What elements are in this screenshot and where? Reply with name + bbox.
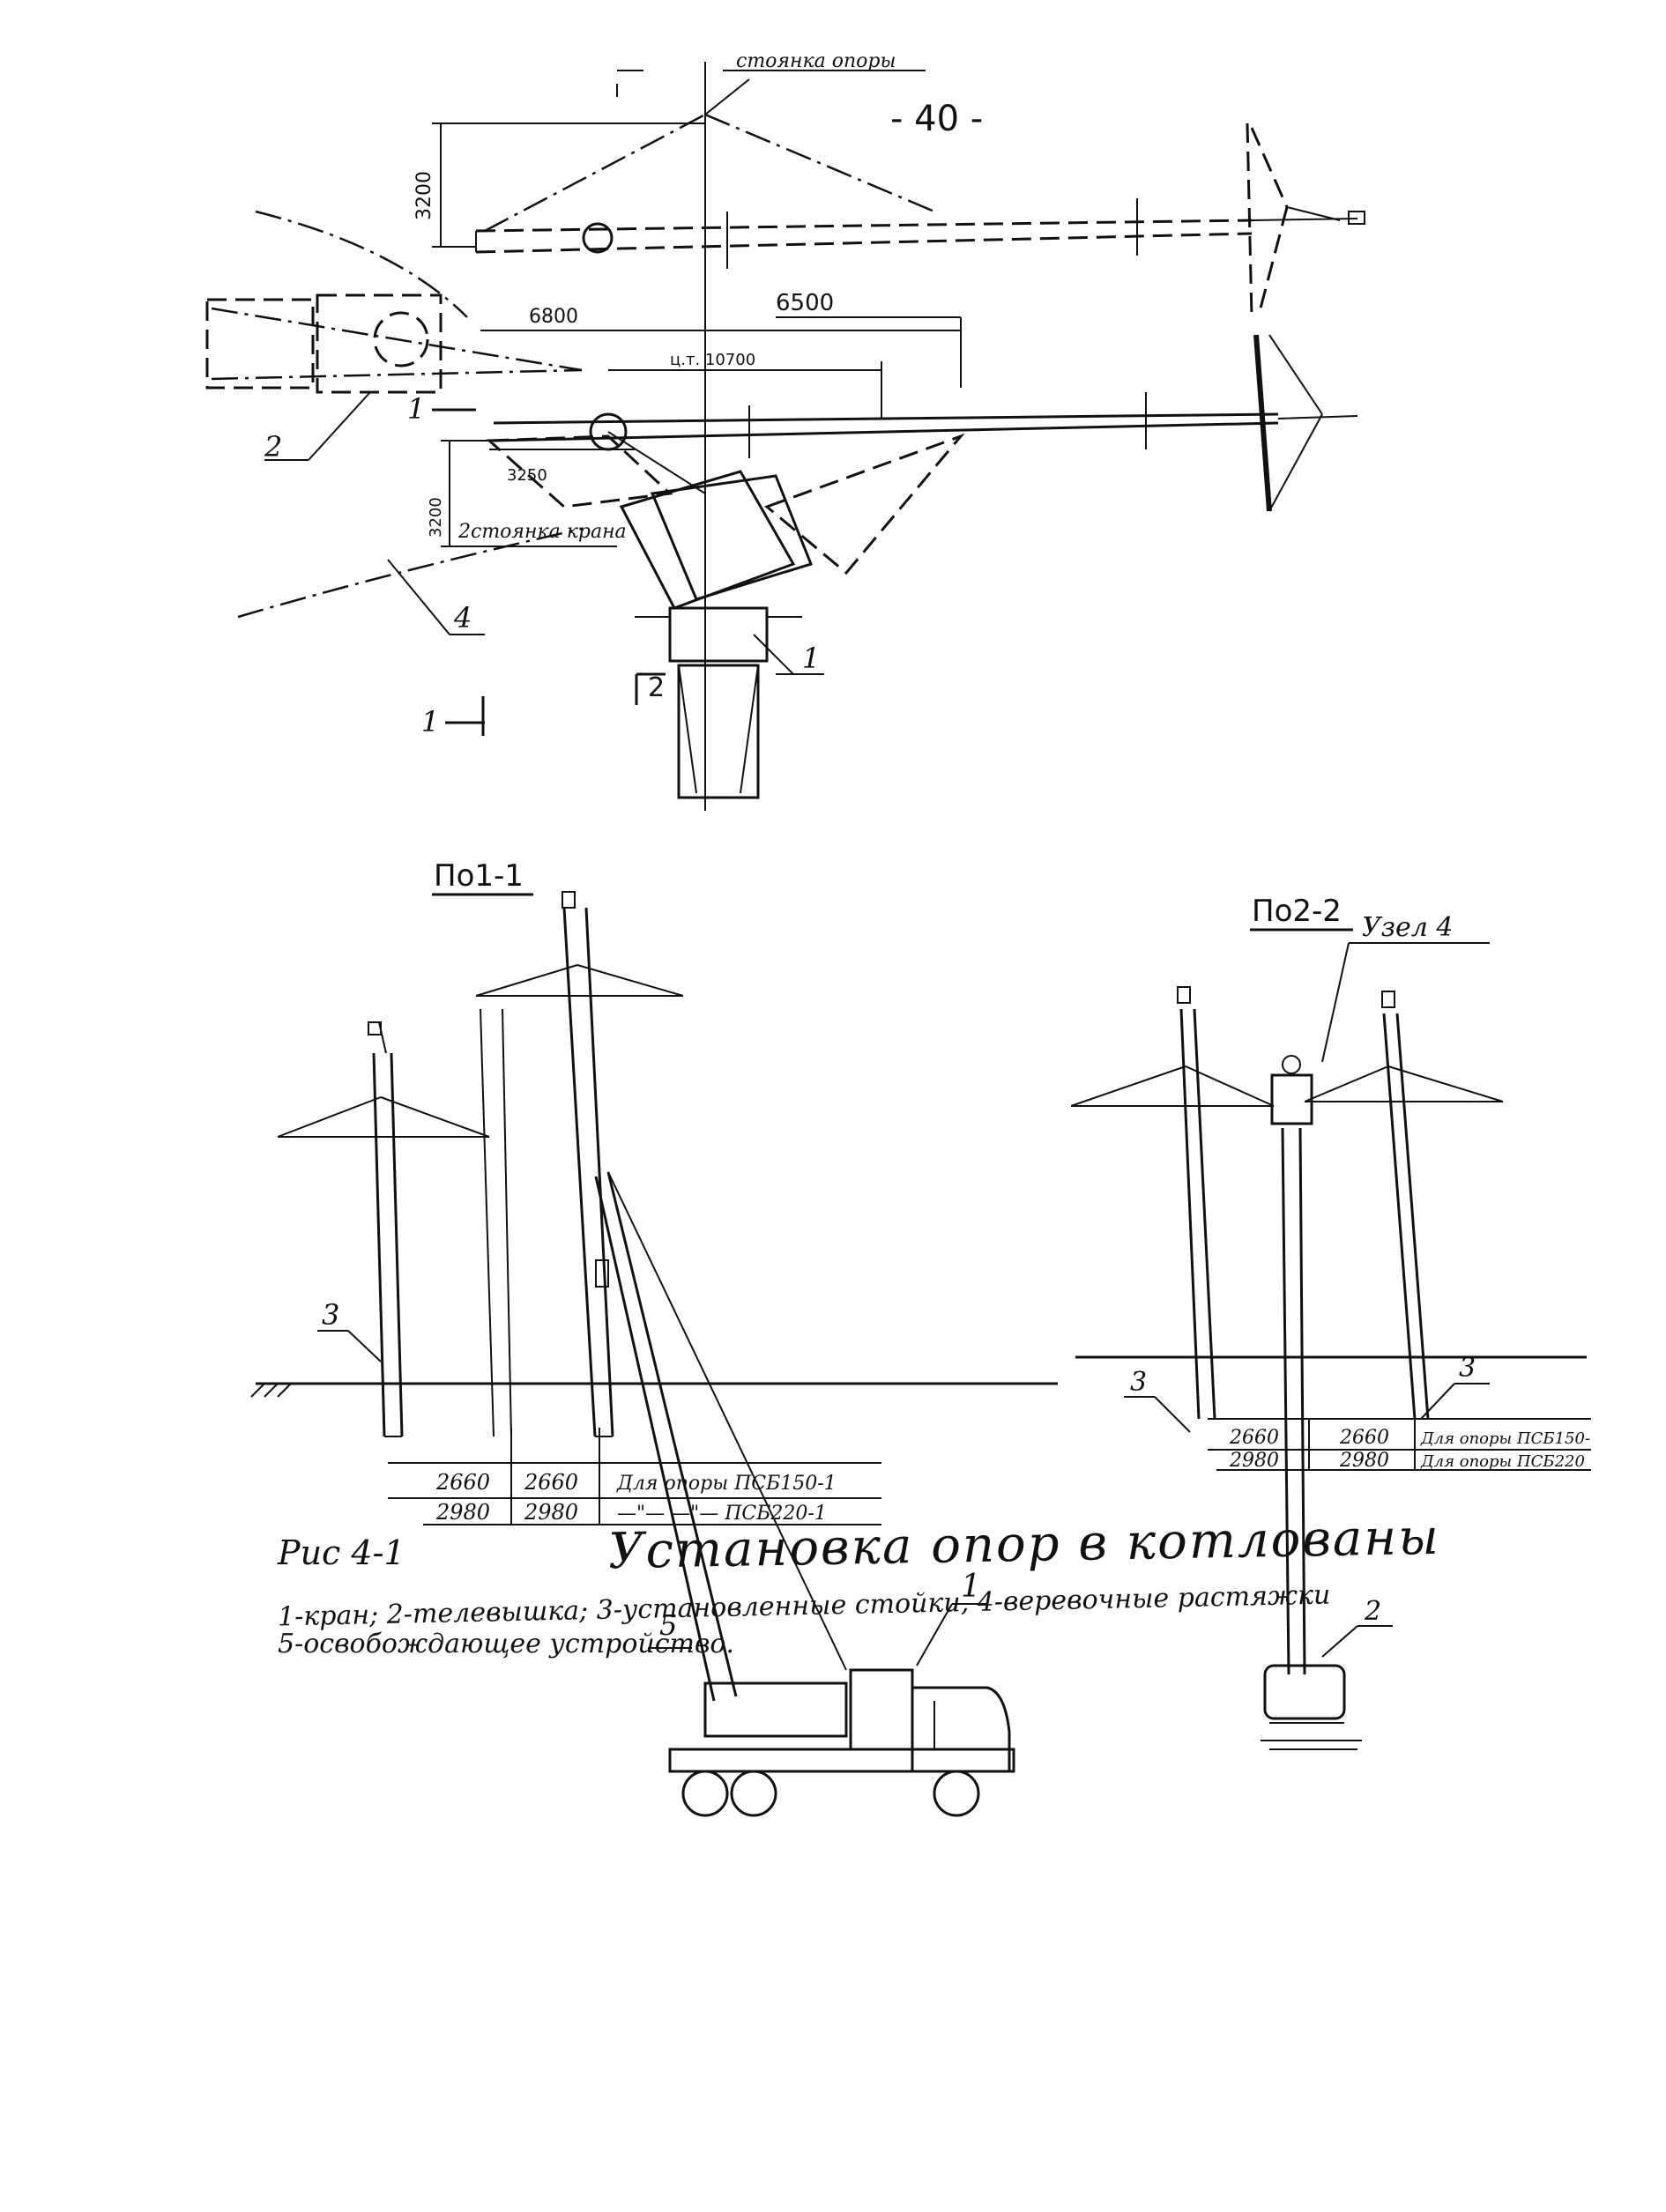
s2-r1-c2: 2660 (1339, 1427, 1389, 1449)
section-2-2: По2-2 Узел 4 3 3 (1070, 894, 1591, 1750)
s1-callout-1: 1 (961, 1569, 981, 1605)
caption: Рис 4-1 (277, 1533, 405, 1572)
section-1-1: По1-1 3 (250, 858, 1058, 1817)
s2-r2-c3: Для опоры ПСБ220 (1420, 1452, 1585, 1471)
s2-table: 2660 2660 Для опоры ПСБ150- 2980 2980 Дл… (1208, 1418, 1591, 1472)
s1-r2-c3: —"— —"— ПСБ220-1 (617, 1503, 827, 1525)
s1-r1-c2: 2660 (524, 1470, 578, 1495)
dim-3200-bottom: 3200 (427, 497, 445, 538)
s1-r2-c1: 2980 (435, 1500, 490, 1525)
marker-1-top: 1 (407, 392, 425, 426)
plan-callout-4: 4 (453, 601, 472, 635)
pole-base-circle (582, 222, 614, 254)
dim-6800: 6800 (529, 306, 578, 328)
crane-truck: 1 (668, 1569, 1015, 1817)
s2-callout-2: 2 (1364, 1596, 1381, 1627)
caption-fig: Рис 4-1 (277, 1533, 405, 1572)
s2-callout-3-right: 3 (1459, 1353, 1476, 1384)
dim-6500: 6500 (776, 290, 834, 316)
s2-r2-c2: 2980 (1339, 1450, 1389, 1472)
s2-callout-3-left: 3 (1130, 1367, 1147, 1398)
plan-view: стоянка опоры 3200 6800 (205, 50, 1365, 811)
marker-1-bottom: 1 (421, 705, 439, 739)
section-2-title: По2-2 (1252, 894, 1342, 929)
s2-r2-c1: 2980 (1229, 1450, 1279, 1472)
s1-r1-c3: Для опоры ПСБ150-1 (616, 1473, 837, 1495)
dim-3250: 3250 (507, 466, 547, 485)
plan-callout-1: 1 (802, 642, 820, 675)
plan-label-top: стоянка опоры (736, 50, 896, 72)
dim-3200-top: 3200 (413, 171, 435, 220)
node-label: Узел 4 (1362, 912, 1454, 943)
s1-callout-5: 5 (659, 1608, 677, 1642)
s1-r1-c1: 2660 (435, 1470, 490, 1495)
marker-2: 2 (648, 672, 665, 703)
page-number: - 40 - (890, 99, 983, 139)
plan-callout-2: 2 (264, 430, 282, 464)
s1-callout-3: 3 (322, 1298, 339, 1332)
dim-center: ц.т. 10700 (670, 351, 755, 369)
s2-r1-c1: 2660 (1229, 1427, 1279, 1449)
s1-table: 2660 2660 Для опоры ПСБ150-1 2980 2980 —… (388, 1428, 881, 1525)
s1-r2-c2: 2980 (524, 1500, 578, 1525)
label-crane-stand: 2стоянка крана (457, 521, 627, 543)
s2-r1-c3: Для опоры ПСБ150- (1420, 1429, 1590, 1448)
section-1-title: По1-1 (434, 858, 524, 894)
